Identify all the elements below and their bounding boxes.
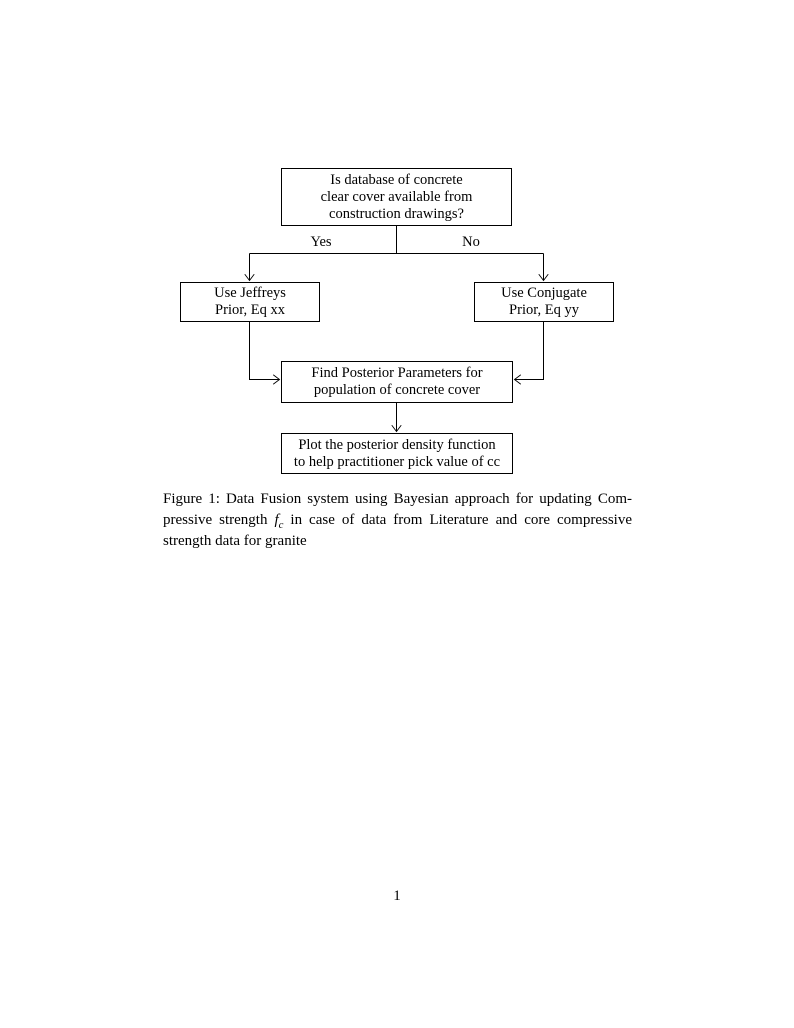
figure-caption: Figure 1: Data Fusion system using Bayes…: [163, 489, 632, 552]
flowchart-node-conjugate-prior: Use Conjugate Prior, Eq yy: [474, 282, 614, 322]
branch-label-no: No: [462, 234, 480, 250]
flowchart-node-jeffreys-prior: Use Jeffreys Prior, Eq xx: [180, 282, 320, 322]
math-subscript-c: c: [278, 519, 284, 531]
flowchart-node-plot-density-text: Plot the posterior density function to h…: [293, 436, 501, 470]
math-variable-fc: fc: [274, 512, 284, 531]
caption-line-1: Figure 1: Data Fusion system using Bayes…: [163, 491, 632, 507]
flowchart-node-posterior-parameters: Find Posterior Parameters for population…: [281, 361, 513, 403]
flowchart-node-question: Is database of concrete clear cover avai…: [281, 168, 512, 226]
arrow-rightbox-to-middle: [513, 322, 544, 385]
flowchart-node-conjugate-prior-text: Use Conjugate Prior, Eq yy: [501, 285, 587, 318]
caption-line-2-before: pressive strength: [163, 512, 275, 528]
flowchart-node-posterior-parameters-text: Find Posterior Parameters for population…: [311, 365, 483, 398]
caption-line-3: strength data for granite: [163, 533, 307, 549]
branch-label-yes: Yes: [310, 234, 332, 250]
caption-line-2: pressive strength fc in case of data fro…: [163, 510, 632, 531]
flowchart-node-jeffreys-prior-text: Use Jeffreys Prior, Eq xx: [214, 285, 286, 318]
math-variable-f: f: [274, 512, 279, 528]
flowchart-node-question-text: Is database of concrete clear cover avai…: [320, 171, 473, 222]
flowchart-node-plot-density: Plot the posterior density function to h…: [281, 433, 513, 474]
arrow-leftbox-to-middle: [249, 322, 281, 385]
caption-line-2-after: in case of data from Literature and core…: [283, 512, 632, 528]
page-number: 1: [393, 888, 401, 904]
